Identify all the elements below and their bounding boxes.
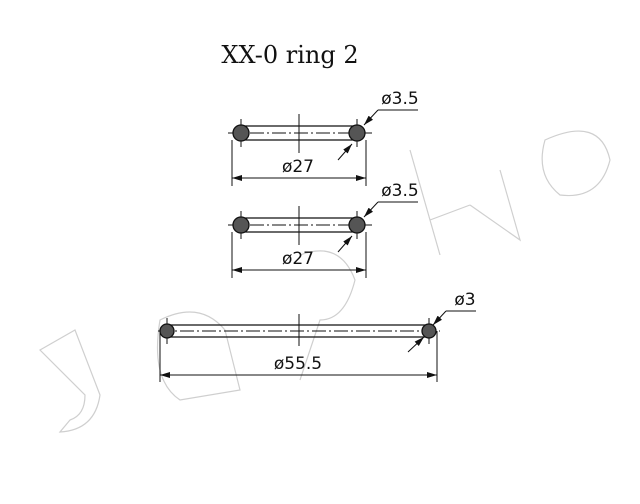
ring-1: ø27 ø3.5 <box>228 89 419 186</box>
ring-3: ø55.5 ø3 <box>158 290 476 382</box>
section-diameter-label: ø3.5 <box>381 89 418 109</box>
cross-section-right <box>421 323 437 339</box>
cross-section-left <box>159 323 175 339</box>
cross-section-left <box>232 216 250 234</box>
cross-section-right <box>348 124 366 142</box>
cross-section-left <box>232 124 250 142</box>
ring-2: ø27 ø3.5 <box>228 181 419 278</box>
section-diameter-label: ø3 <box>454 290 475 310</box>
japko-watermark <box>39 130 611 433</box>
cross-section-right <box>348 216 366 234</box>
inner-diameter-label: ø55.5 <box>274 354 322 374</box>
inner-diameter-label: ø27 <box>282 157 314 177</box>
drawing-title: XX-0 ring 2 <box>221 41 358 69</box>
inner-diameter-label: ø27 <box>282 249 314 269</box>
section-diameter-label: ø3.5 <box>381 181 418 201</box>
